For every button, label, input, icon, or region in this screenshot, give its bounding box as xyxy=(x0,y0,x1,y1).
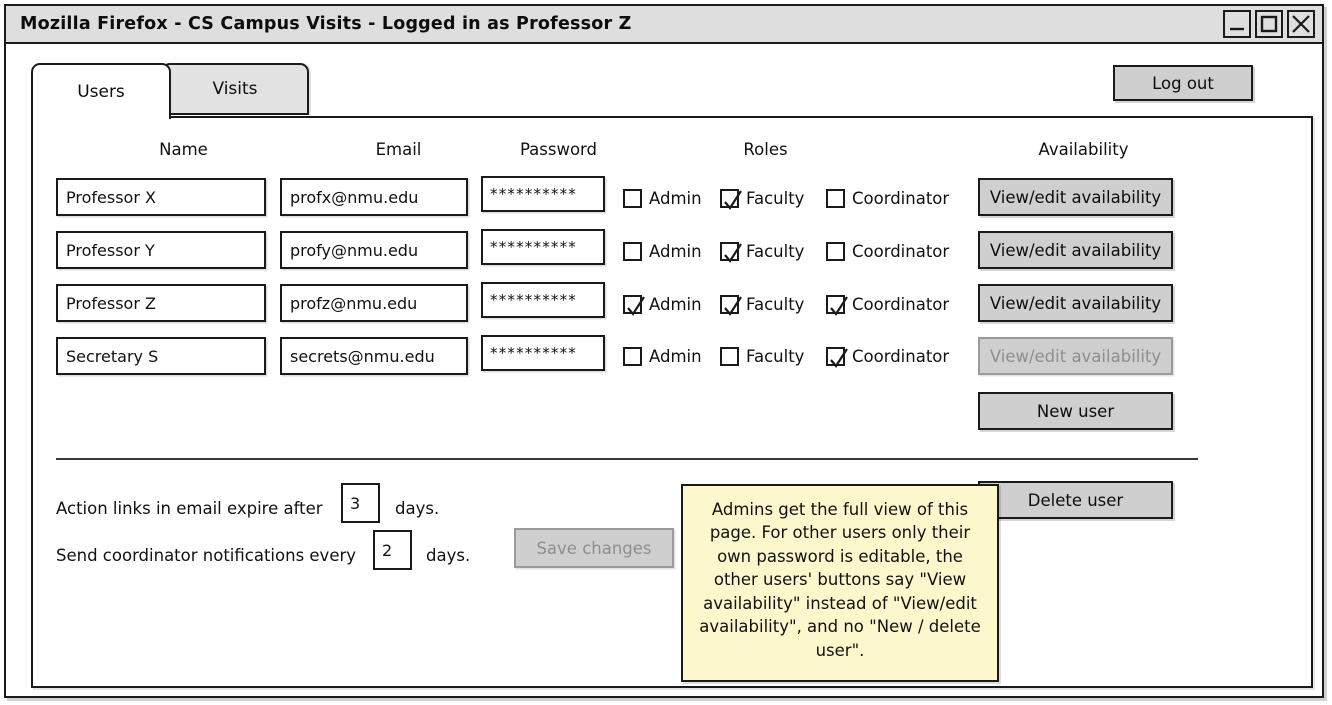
email-input-row-1[interactable]: profx@nmu.edu xyxy=(280,178,468,216)
close-icon xyxy=(1292,15,1310,33)
availability-button-row-3[interactable]: View/edit availability xyxy=(978,284,1173,322)
maximize-icon xyxy=(1260,15,1278,33)
role-label-admin-row-3: Admin xyxy=(649,295,702,314)
role-checkbox-admin-row-4[interactable]: Admin xyxy=(623,347,702,366)
role-label-admin-row-2: Admin xyxy=(649,242,702,261)
name-input-row-2[interactable]: Professor Y xyxy=(56,231,266,269)
role-checkbox-coordinator-row-3[interactable]: Coordinator xyxy=(826,295,950,316)
logout-label: Log out xyxy=(1152,73,1214,93)
availability-button-row-1[interactable]: View/edit availability xyxy=(978,178,1173,216)
checkmark-icon xyxy=(830,296,848,316)
role-label-admin-row-4: Admin xyxy=(649,347,702,366)
column-header-roles: Roles xyxy=(743,140,788,159)
minimize-icon xyxy=(1230,27,1244,31)
role-label-coordinator-row-4: Coordinator xyxy=(852,347,950,366)
column-header-email: Email xyxy=(375,140,422,159)
role-checkbox-faculty-row-3[interactable]: Faculty xyxy=(720,295,805,316)
checkbox-coordinator-row-1[interactable] xyxy=(826,189,845,208)
role-label-coordinator-row-2: Coordinator xyxy=(852,242,950,261)
tab-visits[interactable]: Visits xyxy=(161,63,309,115)
name-input-row-4[interactable]: Secretary S xyxy=(56,337,266,375)
availability-button-row-4: View/edit availability xyxy=(978,337,1173,375)
email-input-row-2[interactable]: profy@nmu.edu xyxy=(280,231,468,269)
logout-button[interactable]: Log out xyxy=(1113,65,1253,101)
role-checkbox-admin-row-3[interactable]: Admin xyxy=(623,295,702,316)
role-label-admin-row-1: Admin xyxy=(649,189,702,208)
role-checkbox-coordinator-row-1[interactable]: Coordinator xyxy=(826,189,949,208)
password-input-row-2[interactable]: ********** xyxy=(481,229,605,265)
expiry-days-input[interactable]: 3 xyxy=(341,483,380,523)
role-label-coordinator-row-1: Coordinator xyxy=(852,189,950,208)
window-title: Mozilla Firefox - CS Campus Visits - Log… xyxy=(20,14,632,34)
window-controls xyxy=(1223,10,1315,38)
column-header-name: Name xyxy=(159,140,208,159)
minimize-button[interactable] xyxy=(1223,10,1251,38)
sticky-note-text: Admins get the full view of this page. F… xyxy=(699,500,981,660)
availability-label-row-3: View/edit availability xyxy=(989,293,1162,313)
new-user-label: New user xyxy=(1036,401,1115,421)
role-label-faculty-row-3: Faculty xyxy=(746,295,805,314)
maximize-button[interactable] xyxy=(1255,10,1283,38)
close-button[interactable] xyxy=(1287,10,1315,38)
tab-users-label: Users xyxy=(77,82,125,102)
name-input-row-3[interactable]: Professor Z xyxy=(56,284,266,322)
checkmark-icon xyxy=(830,348,848,368)
checkmark-icon xyxy=(724,190,742,210)
availability-label-row-4: View/edit availability xyxy=(989,346,1162,366)
delete-user-button[interactable]: Delete user xyxy=(978,481,1173,519)
checkbox-faculty-row-4[interactable] xyxy=(720,347,739,366)
password-input-row-1[interactable]: ********** xyxy=(481,176,605,212)
availability-button-row-2[interactable]: View/edit availability xyxy=(978,231,1173,269)
availability-label-row-2: View/edit availability xyxy=(989,240,1162,260)
role-checkbox-faculty-row-1[interactable]: Faculty xyxy=(720,189,805,210)
role-label-faculty-row-1: Faculty xyxy=(746,189,805,208)
email-input-row-3[interactable]: profz@nmu.edu xyxy=(280,284,468,322)
checkbox-admin-row-3[interactable] xyxy=(623,295,645,316)
role-checkbox-faculty-row-4[interactable]: Faculty xyxy=(720,347,804,366)
notification-days-input[interactable]: 2 xyxy=(373,530,412,570)
setting-label-2-suffix: days. xyxy=(426,546,471,565)
setting-label-2-prefix: Send coordinator notifications every xyxy=(56,546,357,565)
setting-label-1-prefix: Action links in email expire after xyxy=(56,499,323,518)
checkbox-coordinator-row-3[interactable] xyxy=(826,295,848,316)
role-checkbox-coordinator-row-2[interactable]: Coordinator xyxy=(826,242,949,261)
new-user-button[interactable]: New user xyxy=(978,392,1173,430)
role-checkbox-admin-row-1[interactable]: Admin xyxy=(623,189,702,208)
checkbox-coordinator-row-4[interactable] xyxy=(826,347,848,368)
section-divider xyxy=(56,458,1198,460)
column-header-password: Password xyxy=(519,140,598,159)
password-input-row-3[interactable]: ********** xyxy=(481,282,605,318)
role-checkbox-admin-row-2[interactable]: Admin xyxy=(623,242,702,261)
save-changes-button: Save changes xyxy=(514,528,674,568)
checkbox-faculty-row-2[interactable] xyxy=(720,242,742,263)
email-input-row-4[interactable]: secrets@nmu.edu xyxy=(280,337,468,375)
checkbox-admin-row-1[interactable] xyxy=(623,189,642,208)
sticky-note: Admins get the full view of this page. F… xyxy=(681,484,999,682)
users-panel: Name Email Password Roles Availability P… xyxy=(31,116,1313,688)
role-label-faculty-row-2: Faculty xyxy=(746,242,805,261)
checkbox-admin-row-2[interactable] xyxy=(623,242,642,261)
browser-window: Mozilla Firefox - CS Campus Visits - Log… xyxy=(4,4,1324,698)
role-label-faculty-row-4: Faculty xyxy=(746,347,805,366)
checkbox-faculty-row-3[interactable] xyxy=(720,295,742,316)
checkmark-icon xyxy=(627,296,645,316)
delete-user-label: Delete user xyxy=(1027,490,1124,510)
role-checkbox-coordinator-row-4[interactable]: Coordinator xyxy=(826,347,950,368)
column-header-availability: Availability xyxy=(1038,140,1129,159)
checkbox-coordinator-row-2[interactable] xyxy=(826,242,845,261)
role-label-coordinator-row-3: Coordinator xyxy=(852,295,950,314)
availability-label-row-1: View/edit availability xyxy=(989,187,1162,207)
setting-label-1-suffix: days. xyxy=(395,499,440,518)
title-bar: Mozilla Firefox - CS Campus Visits - Log… xyxy=(6,6,1322,44)
tab-visits-label: Visits xyxy=(212,79,258,99)
checkbox-admin-row-4[interactable] xyxy=(623,347,642,366)
checkmark-icon xyxy=(724,296,742,316)
name-input-row-1[interactable]: Professor X xyxy=(56,178,266,216)
role-checkbox-faculty-row-2[interactable]: Faculty xyxy=(720,242,805,263)
checkbox-faculty-row-1[interactable] xyxy=(720,189,742,210)
save-changes-label: Save changes xyxy=(536,538,652,558)
tab-users[interactable]: Users xyxy=(31,63,171,119)
password-input-row-4[interactable]: ********** xyxy=(481,335,605,371)
checkmark-icon xyxy=(724,243,742,263)
